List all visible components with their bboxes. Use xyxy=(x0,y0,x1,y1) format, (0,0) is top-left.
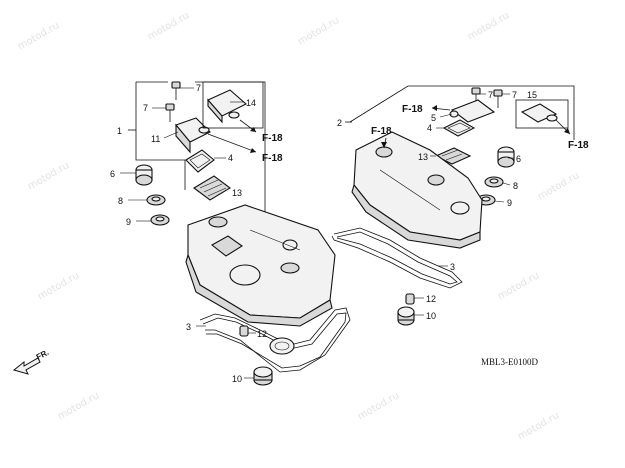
callout-4: 4 xyxy=(427,123,432,133)
callout-7: 7 xyxy=(488,90,493,100)
grommet-6 xyxy=(497,146,515,168)
callout-3: 3 xyxy=(450,262,455,272)
breather-joint-11 xyxy=(175,117,211,154)
callout-12: 12 xyxy=(426,294,436,304)
leader-lines xyxy=(120,87,514,379)
washer-8 xyxy=(484,176,504,188)
callout-labels: 1 2 3 3 4 4 5 6 6 7 7 7 7 8 8 9 9 10 10 … xyxy=(110,83,537,384)
reference-label: F-18 xyxy=(371,126,392,137)
callout-9: 9 xyxy=(126,217,131,227)
cover-gasket-3 xyxy=(331,227,463,289)
watermark: motod.ru xyxy=(296,15,341,47)
watermark: motod.ru xyxy=(356,390,401,422)
callout-7: 7 xyxy=(196,83,201,93)
reference-labels: F-18 F-18 F-18 F-18 F-18 xyxy=(262,104,589,164)
bracket-2 xyxy=(345,85,575,140)
watermark: motod.ru xyxy=(496,270,541,302)
watermark: motod.ru xyxy=(466,10,511,42)
reference-label: F-18 xyxy=(402,104,423,115)
callout-6: 6 xyxy=(516,154,521,164)
watermark: motod.ru xyxy=(36,270,81,302)
callout-10: 10 xyxy=(426,311,436,321)
cylinder-head-cover-right xyxy=(351,131,483,249)
plug-seal-ring xyxy=(269,337,295,355)
callout-15: 15 xyxy=(527,90,537,100)
grommet-10 xyxy=(253,366,273,386)
callout-8: 8 xyxy=(513,181,518,191)
breather-joint-5 xyxy=(449,99,496,123)
watermark: motod.ru xyxy=(536,170,581,202)
watermark: motod.ru xyxy=(26,160,71,192)
reed-plate-13 xyxy=(193,175,231,201)
bolt-7 xyxy=(165,81,181,122)
direction-label: FR. xyxy=(35,348,51,362)
cylinder-head-cover-left xyxy=(185,204,336,327)
callout-8: 8 xyxy=(118,196,123,206)
callout-4: 4 xyxy=(228,153,233,163)
callout-11: 11 xyxy=(151,134,160,144)
washer-8 xyxy=(146,194,166,206)
front-direction-arrow: FR. xyxy=(12,348,51,375)
diagram-code: MBL3-E0100D xyxy=(481,357,538,367)
callout-5: 5 xyxy=(431,113,436,123)
reference-label: F-18 xyxy=(568,140,589,151)
callout-1: 1 xyxy=(117,126,122,136)
watermark: motod.ru xyxy=(516,410,561,442)
bolt-7 xyxy=(471,87,503,108)
watermark: motod.ru xyxy=(56,390,101,422)
callout-12: 12 xyxy=(257,329,267,339)
reed-valve-14 xyxy=(202,81,264,129)
callout-13: 13 xyxy=(232,188,242,198)
reference-label: F-18 xyxy=(262,133,283,144)
rubber-seal-9 xyxy=(150,214,170,226)
reed-gasket-4 xyxy=(442,119,476,137)
seal-12 xyxy=(405,293,415,305)
grommet-6 xyxy=(135,164,153,186)
reed-plate-13 xyxy=(434,147,472,165)
callout-6: 6 xyxy=(110,169,115,179)
callout-3: 3 xyxy=(186,322,191,332)
callout-7: 7 xyxy=(512,90,517,100)
callout-10: 10 xyxy=(232,374,242,384)
callout-14: 14 xyxy=(246,98,256,108)
reed-valve-15 xyxy=(515,99,569,129)
reference-arrows xyxy=(207,105,571,153)
callout-2: 2 xyxy=(337,118,342,128)
callout-13: 13 xyxy=(418,152,428,162)
callout-7: 7 xyxy=(143,103,148,113)
seal-12 xyxy=(239,325,249,337)
reference-label: F-18 xyxy=(262,153,283,164)
grommet-10 xyxy=(397,306,415,326)
watermark: motod.ru xyxy=(146,10,191,42)
watermark: motod.ru xyxy=(16,20,61,52)
reed-gasket-4 xyxy=(185,149,215,173)
callout-9: 9 xyxy=(507,198,512,208)
